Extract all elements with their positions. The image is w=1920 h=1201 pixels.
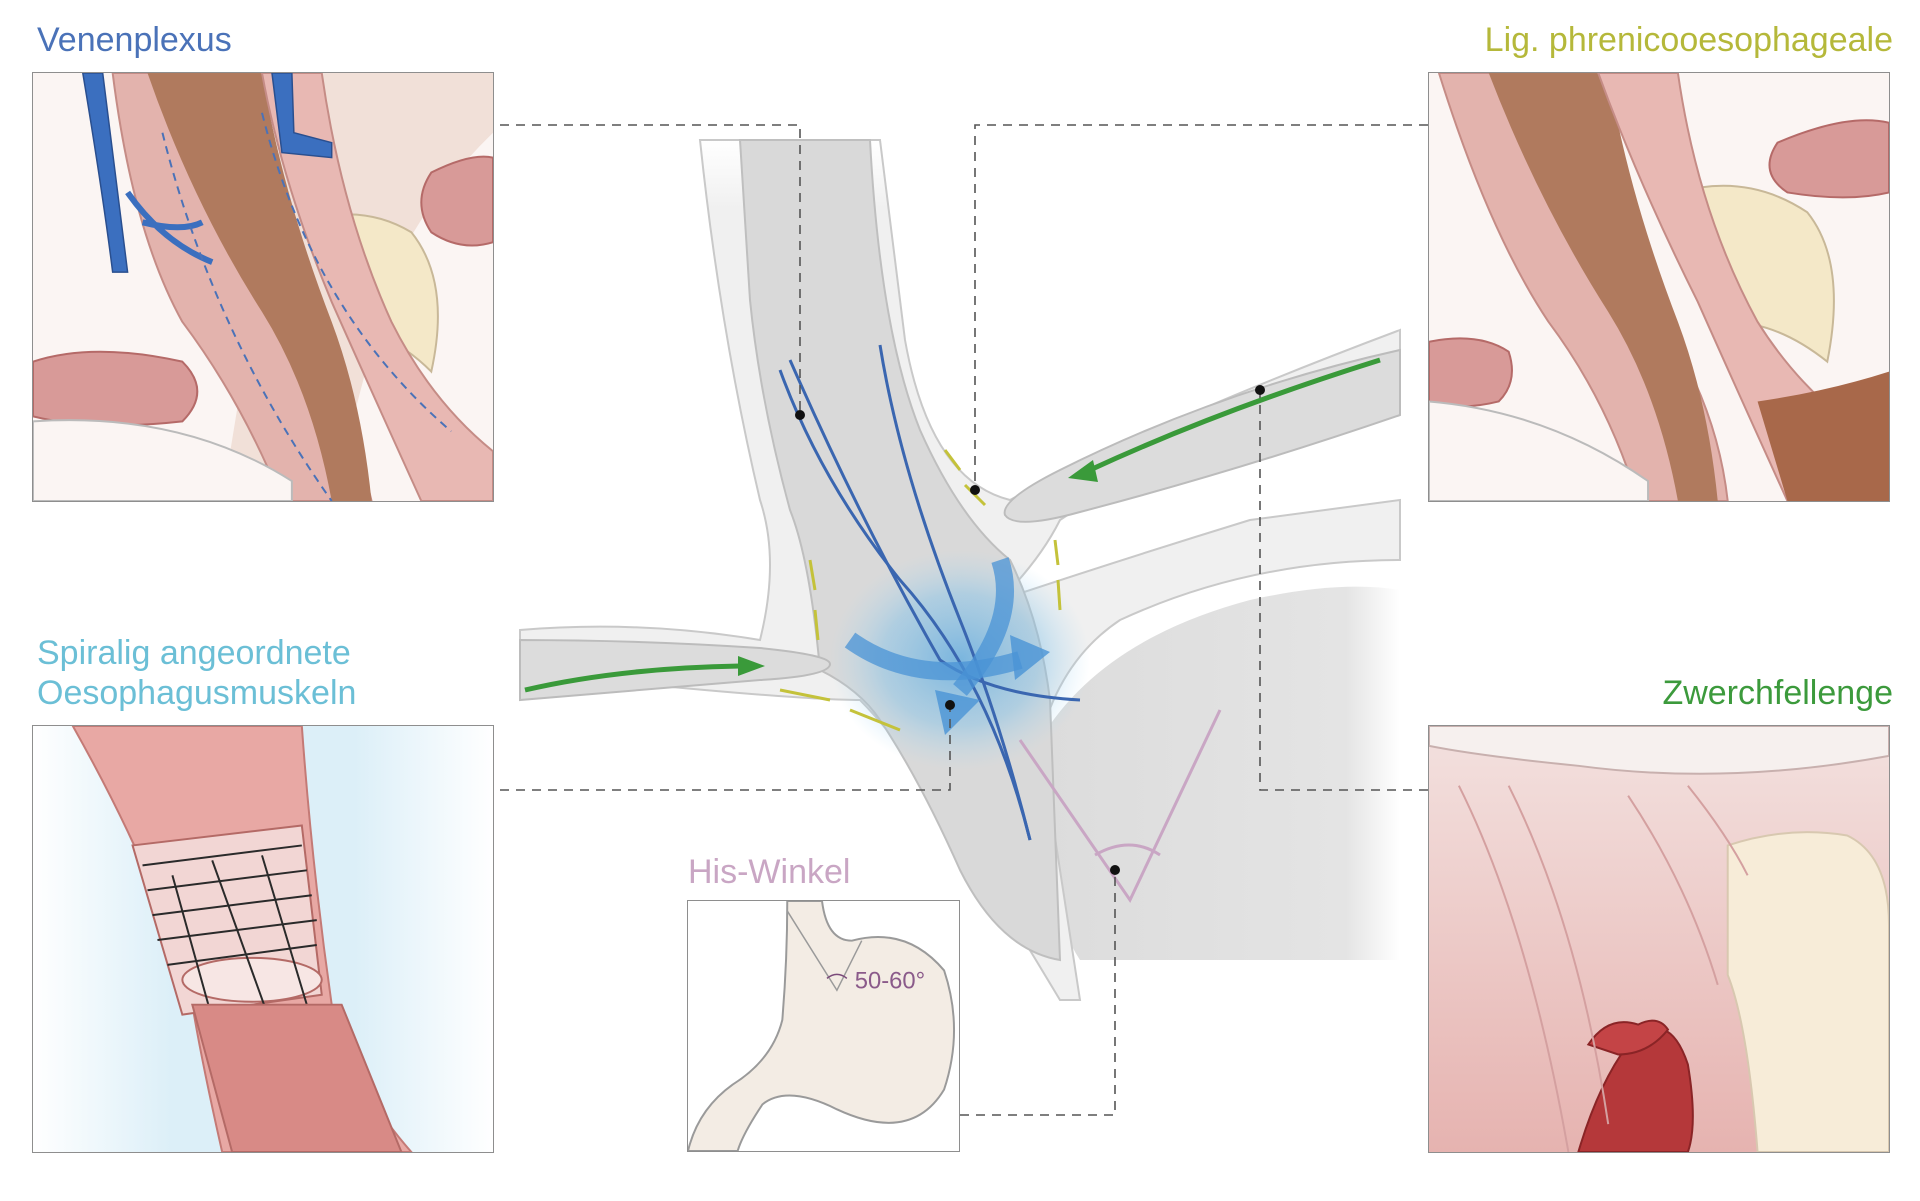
diaphragm-hiatus-illustration	[1429, 726, 1889, 1152]
label-his-winkel: His-Winkel	[688, 853, 851, 891]
ligament-arrows	[779, 449, 1062, 732]
green-arrow-right-head	[1068, 460, 1098, 482]
panel-his-winkel: 50-60°	[687, 900, 960, 1152]
his-angle-arc	[1094, 843, 1161, 857]
label-lig-phrenicooesophageale: Lig. phrenicooesophageale	[1484, 21, 1893, 59]
stomach-outline-illustration: 50-60°	[688, 901, 959, 1151]
label-zwerchfellenge: Zwerchfellenge	[1662, 674, 1893, 712]
stomach-region	[1040, 586, 1400, 960]
his-angle-lines	[1018, 709, 1222, 903]
label-spiralig-line2: Oesophagusmuskeln	[37, 674, 357, 712]
leader-dots	[795, 385, 1265, 875]
leader-lines	[500, 124, 1428, 1116]
vein-line-3	[788, 359, 1081, 702]
angle-value-text: 50-60°	[855, 967, 925, 994]
spiral-arrow-2	[953, 557, 1014, 696]
vein-line-1	[778, 369, 1032, 841]
spiral-muscle-illustration	[33, 726, 493, 1152]
phrenicoesophageal-ligament-illustration	[1429, 73, 1889, 501]
panel-venenplexus	[32, 72, 494, 502]
spiral-arrow-1-head	[1010, 635, 1050, 680]
green-arrow-left	[524, 663, 741, 693]
label-spiralig-line1: Spiralig angeordnete	[37, 634, 351, 672]
panel-lig-phrenicooesophageale	[1428, 72, 1890, 502]
green-arrow-right	[1088, 357, 1381, 473]
esophagus-vein-illustration	[33, 73, 493, 501]
spiral-arrow-1	[844, 632, 1023, 681]
panel-zwerchfellenge	[1428, 725, 1890, 1153]
vein-line-2	[878, 344, 1032, 841]
right-crus	[1003, 348, 1401, 523]
panel-spiralig-muskeln	[32, 725, 494, 1153]
green-arrow-left-head	[738, 656, 765, 676]
label-venenplexus: Venenplexus	[37, 21, 232, 59]
spiral-arrow-2-head	[935, 690, 980, 735]
